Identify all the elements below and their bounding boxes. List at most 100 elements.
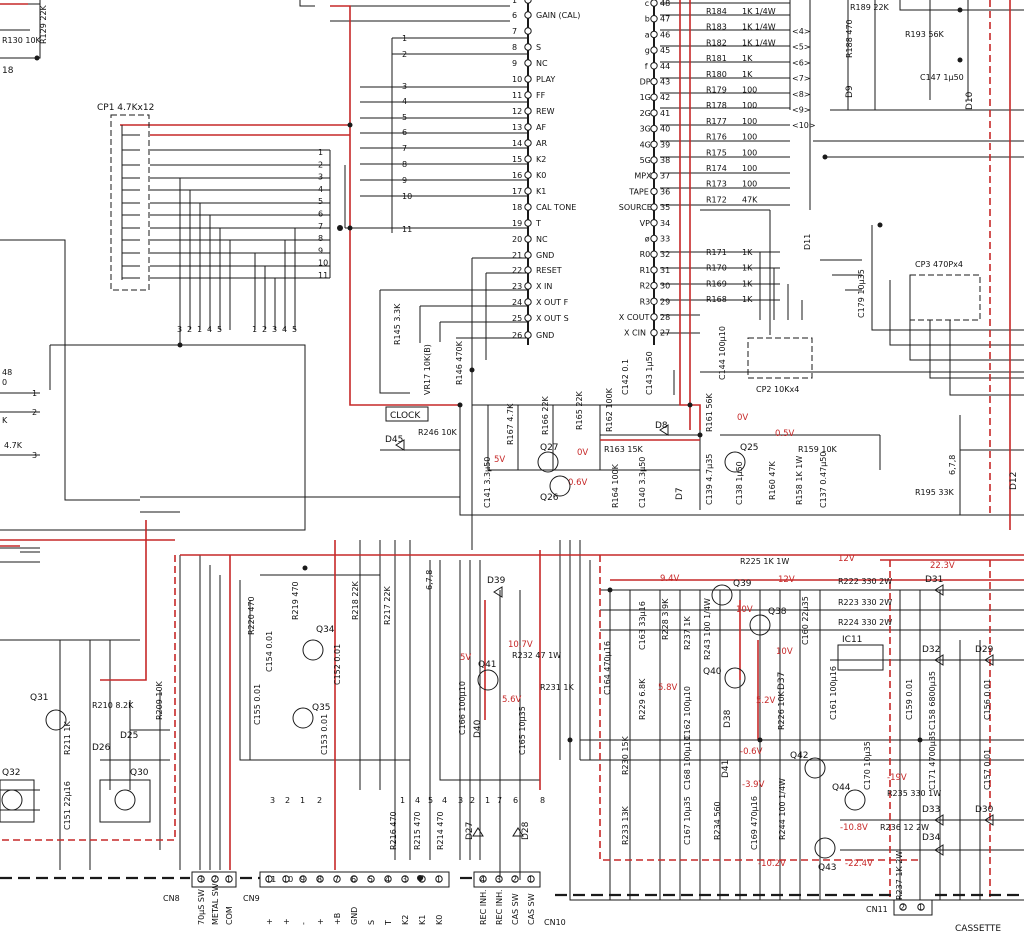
voltage-12b: 12V bbox=[838, 554, 855, 564]
label-c160: C160 22μ35 bbox=[801, 596, 810, 645]
ic-pin-name: MPX bbox=[634, 172, 652, 181]
transistor-q25-symbol bbox=[724, 451, 746, 473]
label-r222: R222 330 2W bbox=[838, 577, 892, 586]
resistor-ref: R177 bbox=[706, 117, 727, 126]
ic-pin-name: AF bbox=[536, 123, 546, 132]
ic-pin-number: 38 bbox=[660, 156, 670, 165]
label-d37: D37 bbox=[777, 672, 787, 690]
label-c155: C155 0.01 bbox=[253, 684, 262, 725]
ic-pin-number: 45 bbox=[660, 46, 670, 55]
label-q38: Q38 bbox=[768, 607, 787, 617]
label-c166: C166 100μ10 bbox=[458, 681, 467, 735]
label-q40: Q40 bbox=[703, 667, 722, 677]
label-r163: R163 15K bbox=[604, 445, 644, 454]
ic-pin-number: 39 bbox=[660, 140, 670, 149]
ic-pin-12 bbox=[524, 107, 532, 115]
cp1-array bbox=[121, 125, 140, 280]
cn10-pin-number: 2 bbox=[512, 875, 517, 884]
ic-pin-number: 14 bbox=[512, 139, 522, 148]
transistor-q42-symbol bbox=[804, 757, 826, 779]
cn11-pin-number: 2 bbox=[900, 903, 905, 912]
voltage-q26: 0.6V bbox=[568, 478, 588, 488]
transistor-q40-symbol bbox=[724, 667, 746, 689]
cn9-pin-name: + bbox=[265, 918, 274, 925]
ic-pin-name: TAPE bbox=[628, 187, 649, 196]
bus-label: 2 bbox=[470, 796, 475, 805]
ic-pin-name: 4G bbox=[640, 140, 651, 149]
ic-pin-name: X OUT S bbox=[536, 314, 569, 323]
diode-d28-symbol bbox=[512, 827, 524, 837]
label-r195: R195 33K bbox=[915, 488, 955, 497]
ic-input-label: 3 bbox=[402, 82, 407, 91]
label-c157: C157 0.01 bbox=[983, 749, 992, 790]
clock-box bbox=[385, 406, 429, 422]
resistor-ref: R184 bbox=[706, 7, 727, 16]
ic-input-label: 10 bbox=[402, 192, 412, 201]
ic-pin-number: 33 bbox=[660, 235, 670, 244]
label-r219: R219 470 bbox=[291, 581, 300, 620]
cn10-pin bbox=[479, 875, 487, 883]
resistor-value: 1K 1/4W bbox=[742, 23, 776, 32]
ic-pin-8 bbox=[524, 43, 532, 51]
ic-pin-46 bbox=[650, 30, 658, 39]
ic-pin-name: X OUT F bbox=[536, 298, 569, 307]
cn8-pin-number: 2 bbox=[212, 875, 217, 884]
ic-pin-23 bbox=[524, 282, 532, 290]
resistor-value: 1K bbox=[742, 54, 753, 63]
diode-d8-symbol bbox=[659, 424, 669, 436]
ic-input-label: 1 bbox=[402, 34, 407, 43]
voltage-223: 22.3V bbox=[930, 561, 955, 571]
label-r244: R244 100 1/4W bbox=[778, 778, 787, 840]
voltage-52: 5.2V bbox=[756, 696, 776, 706]
ic-pin-name: R0 bbox=[640, 250, 651, 259]
ic-pin-name: c bbox=[645, 0, 649, 8]
cp1-bottom-label: 3 bbox=[177, 325, 182, 334]
ic-pin-number: 32 bbox=[660, 250, 670, 259]
label-d38: D38 bbox=[723, 709, 733, 728]
resistor-value: 100 bbox=[742, 133, 757, 142]
resistor-value: 100 bbox=[742, 117, 757, 126]
label-r223: R223 330 2W bbox=[838, 598, 892, 607]
resistor-value: 100 bbox=[742, 148, 757, 157]
connector-cn9: CN9 11+10+9-8+7+B6GND5S4T3K22K11K0 bbox=[243, 871, 450, 926]
label-r226: R226 10K bbox=[777, 690, 786, 730]
label-d45: D45 bbox=[385, 435, 403, 445]
cn10-pin bbox=[527, 875, 535, 883]
ic-pin-number: 41 bbox=[660, 109, 670, 118]
label-left-47k: 4.7K bbox=[4, 441, 23, 450]
cn9-pin-number: 9 bbox=[300, 875, 305, 884]
label-q27: Q27 bbox=[540, 443, 559, 453]
conn-label: <10> bbox=[792, 121, 816, 130]
ic-pin-36 bbox=[650, 187, 658, 196]
ic-pin-33 bbox=[650, 234, 658, 243]
label-c165: C165 10μ35 bbox=[518, 706, 527, 755]
voltage-12a: 12V bbox=[778, 575, 795, 585]
label-d34: D34 bbox=[922, 833, 941, 843]
label-left-48: 48 bbox=[2, 368, 12, 377]
label-c164: C164 470μ16 bbox=[603, 641, 612, 695]
ic-pin-name: a bbox=[645, 30, 650, 39]
ic-pin-name: GND bbox=[536, 331, 554, 340]
ic-pin-name: DP bbox=[640, 78, 651, 87]
ic-pin-number: 9 bbox=[512, 59, 517, 68]
cn9-pin-name: K2 bbox=[401, 915, 410, 925]
voltage-10a: 10V bbox=[736, 605, 753, 615]
cn9-label: CN9 bbox=[243, 894, 260, 903]
cn9-pin bbox=[367, 875, 375, 883]
label-d40: D40 bbox=[473, 719, 483, 738]
q32-box bbox=[0, 779, 35, 823]
resistor-ref: R172 bbox=[706, 195, 727, 204]
voltage-10b: 10V bbox=[776, 647, 793, 657]
ic-pin-number: 23 bbox=[512, 282, 522, 291]
ic-pin-44 bbox=[650, 62, 658, 70]
label-c171: C171 4700μ35 bbox=[928, 731, 937, 790]
label-r210: R210 8.2K bbox=[92, 701, 134, 710]
label-r146: R146 470K bbox=[455, 340, 464, 385]
ic-pin-48 bbox=[650, 0, 658, 7]
cn9-pin bbox=[299, 875, 307, 883]
ic-pin-number: 19 bbox=[512, 219, 522, 228]
voltage-224n: -22.4V bbox=[845, 859, 873, 869]
ic-pin-number: 17 bbox=[512, 187, 522, 196]
